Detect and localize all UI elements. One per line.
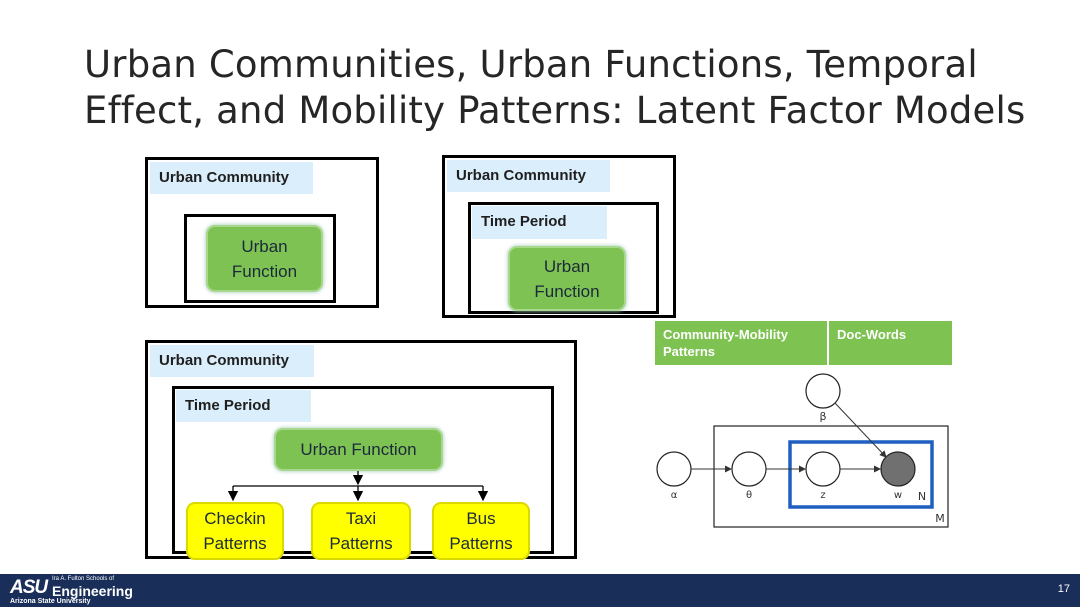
label-alpha: α: [671, 490, 678, 501]
asu-logo: ASU: [10, 577, 48, 598]
diagram1-community-box: Urban Community Urban Function: [145, 157, 379, 308]
label-w: w: [894, 490, 902, 501]
diagram1-urban-function: Urban Function: [206, 225, 323, 292]
checkin-patterns: Checkin Patterns: [186, 502, 284, 560]
plate-m: [713, 425, 949, 528]
node-alpha: [656, 451, 692, 487]
diagram3-community-box: Urban Community Time Period Urban Functi…: [145, 340, 577, 560]
bus-patterns: Bus Patterns: [432, 502, 530, 560]
diagram1-inner-box: Urban Function: [184, 214, 336, 303]
diagram2-time-box: Time Period Urban Function: [468, 202, 659, 314]
diagram2-urban-function: Urban Function: [508, 246, 626, 311]
edge-beta-w: [834, 402, 887, 458]
taxi-patterns: Taxi Patterns: [311, 502, 411, 560]
slide-title: Urban Communities, Urban Functions, Temp…: [84, 43, 1026, 132]
node-z: [805, 451, 841, 487]
diagram2-community-box: Urban Community Time Period Urban Functi…: [442, 155, 676, 318]
node-beta: [805, 373, 841, 409]
label-z: z: [820, 490, 825, 501]
plate-n: [788, 440, 934, 509]
mapping-left-cell: Community-Mobility Patterns: [655, 321, 827, 365]
mapping-right-cell: Doc-Words: [829, 321, 952, 365]
label-beta: β: [819, 410, 826, 423]
school-name-small: Ira A. Fulton Schools of: [52, 576, 115, 582]
diagram2-time-label: Time Period: [472, 206, 607, 239]
school-name-engineering: Engineering: [52, 583, 133, 599]
lda-plate-model: β α θ z w N M: [656, 373, 949, 528]
university-name: Arizona State University: [10, 598, 91, 605]
diagram3-community-label: Urban Community: [150, 345, 314, 377]
pattern-arrows: [227, 471, 489, 502]
label-plate-n: N: [918, 490, 926, 503]
label-plate-m: M: [935, 512, 945, 525]
diagram2-community-label: Urban Community: [447, 160, 610, 192]
diagram3-urban-function: Urban Function: [274, 428, 443, 471]
footer-bar: ASU Ira A. Fulton Schools of Engineering…: [0, 574, 1080, 607]
diagram3-time-label: Time Period: [176, 390, 311, 422]
node-w: [880, 451, 916, 487]
node-theta: [731, 451, 767, 487]
label-theta: θ: [746, 490, 752, 501]
diagram1-community-label: Urban Community: [150, 162, 313, 194]
page-number: 17: [1057, 583, 1070, 595]
diagram3-time-box: Time Period Urban Function Checkin Patte…: [172, 386, 554, 560]
